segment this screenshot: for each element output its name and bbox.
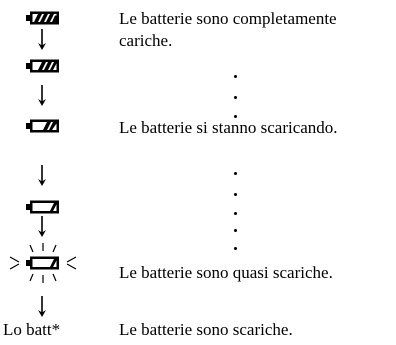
dot-separator: [234, 172, 237, 175]
battery-full-icon: [26, 11, 60, 25]
discharging-description: Le batterie si stanno scaricando.: [119, 118, 338, 137]
down-arrow-icon: [37, 216, 47, 238]
full-description-line2: cariche.: [119, 31, 173, 50]
down-arrow-icon: [37, 29, 47, 51]
battery-quarter-icon: [26, 200, 60, 214]
full-description-line1: Le batterie sono completamente: [119, 9, 337, 28]
lo-batt-label: Lo batt*: [3, 320, 61, 339]
dot-separator: [234, 115, 237, 118]
battery-three-quarters-icon: [26, 59, 60, 73]
dot-separator: [234, 247, 237, 250]
dot-separator: [234, 193, 237, 196]
dot-separator: [234, 96, 237, 99]
dot-separator: [234, 212, 237, 215]
battery-blinking-icon: [8, 242, 78, 284]
down-arrow-icon: [37, 165, 47, 187]
down-arrow-icon: [37, 296, 47, 318]
dot-separator: [234, 75, 237, 78]
empty-description: Le batterie sono scariche.: [119, 320, 293, 339]
battery-half-icon: [26, 119, 60, 133]
dot-separator: [234, 229, 237, 232]
down-arrow-icon: [37, 85, 47, 107]
almost-empty-description: Le batterie sono quasi scariche.: [119, 263, 333, 282]
